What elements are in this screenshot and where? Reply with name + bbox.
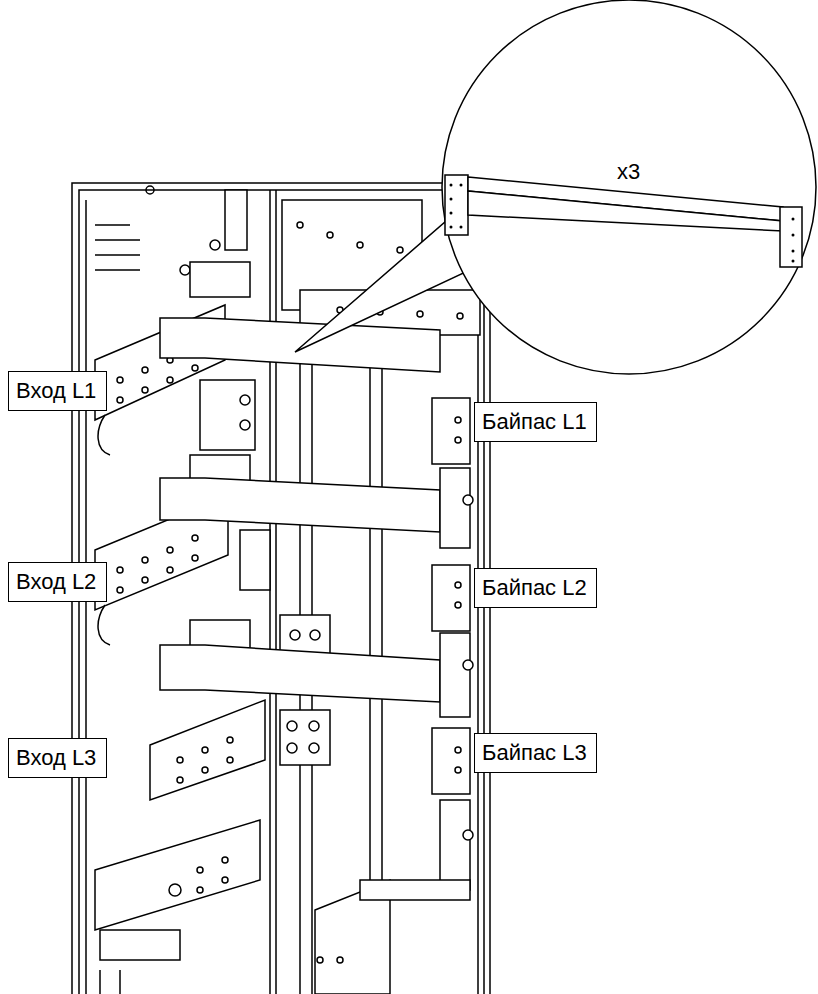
- terminal-label: Байпас L1: [474, 402, 597, 442]
- label-text: Вход L1: [16, 378, 96, 403]
- bottom-connections: [100, 880, 470, 994]
- terminal-label: Вход L1: [8, 371, 107, 411]
- busbar-detail: [445, 175, 802, 267]
- cabinet-frame: [72, 183, 500, 994]
- bypass-links: [160, 318, 440, 702]
- quantity-label: x3: [617, 159, 640, 185]
- magnifier-leader: [295, 222, 470, 352]
- terminal-label: Байпас L3: [474, 733, 597, 773]
- label-text: Байпас L3: [482, 740, 587, 765]
- terminal-label: Вход L2: [8, 562, 107, 602]
- magnifier-callout: x3: [441, 0, 817, 375]
- label-text: Вход L3: [16, 745, 96, 770]
- magnifier-outline: [442, 0, 816, 374]
- input-busbars: [95, 305, 265, 930]
- label-text: Байпас L1: [482, 409, 587, 434]
- terminal-label: Вход L3: [8, 738, 107, 778]
- label-text: Вход L2: [16, 569, 96, 594]
- terminal-label: Байпас L2: [474, 568, 597, 608]
- magnifier-circle: [441, 0, 817, 375]
- label-text: Байпас L2: [482, 575, 587, 600]
- bypass-terminals: [432, 398, 473, 890]
